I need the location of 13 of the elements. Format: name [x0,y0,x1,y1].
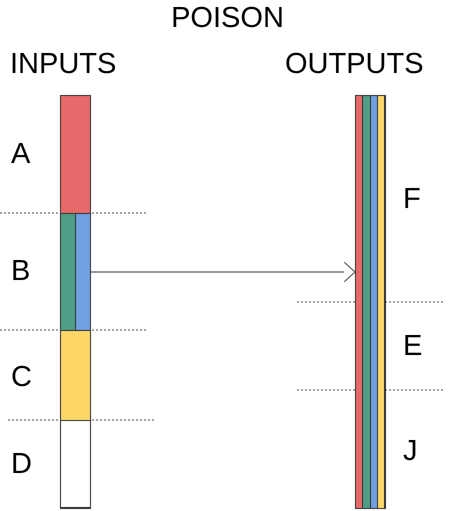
block-arrow [90,262,356,282]
diagram-title: POISON [170,4,285,33]
segment-label: B [11,257,30,286]
segment-label: D [11,450,32,479]
column-heading: INPUTS [10,50,116,79]
stacked-bar [355,95,386,509]
segment-label: C [11,363,32,392]
segment-label: E [403,332,422,361]
segment-label: A [11,140,30,169]
column-heading: OUTPUTS [285,50,424,79]
segment-label: J [403,437,418,466]
segment-label: F [403,185,421,214]
stacked-bar [60,95,91,509]
